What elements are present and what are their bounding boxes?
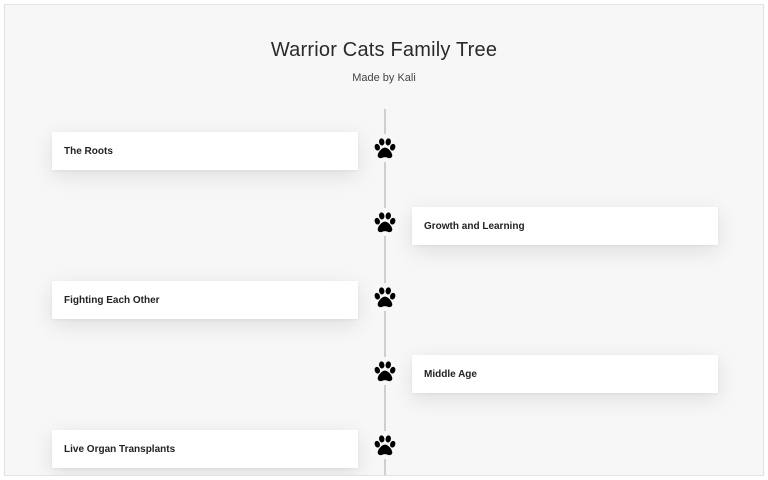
timeline-card-fighting-each-other[interactable]: Fighting Each Other <box>52 281 358 319</box>
paw-icon <box>371 431 399 459</box>
timeline-card-label: Middle Age <box>424 368 477 380</box>
timeline-card-the-roots[interactable]: The Roots <box>52 132 358 170</box>
page-subtitle: Made by Kali <box>352 72 416 84</box>
timeline-card-label: Fighting Each Other <box>64 294 160 306</box>
paw-icon <box>371 134 399 162</box>
timeline-card-live-organ-transplants[interactable]: Live Organ Transplants <box>52 430 358 468</box>
paw-icon <box>371 208 399 236</box>
page-container: Warrior Cats Family Tree Made by Kali Th… <box>4 4 764 476</box>
timeline-card-middle-age[interactable]: Middle Age <box>412 355 718 393</box>
timeline-card-label: Live Organ Transplants <box>64 443 176 455</box>
page-title: Warrior Cats Family Tree <box>270 39 498 61</box>
paw-icon <box>371 283 399 311</box>
timeline-card-label: The Roots <box>64 145 113 157</box>
timeline-card-label: Growth and Learning <box>424 220 525 232</box>
timeline-card-growth-and-learning[interactable]: Growth and Learning <box>412 207 718 245</box>
paw-icon <box>371 357 399 385</box>
